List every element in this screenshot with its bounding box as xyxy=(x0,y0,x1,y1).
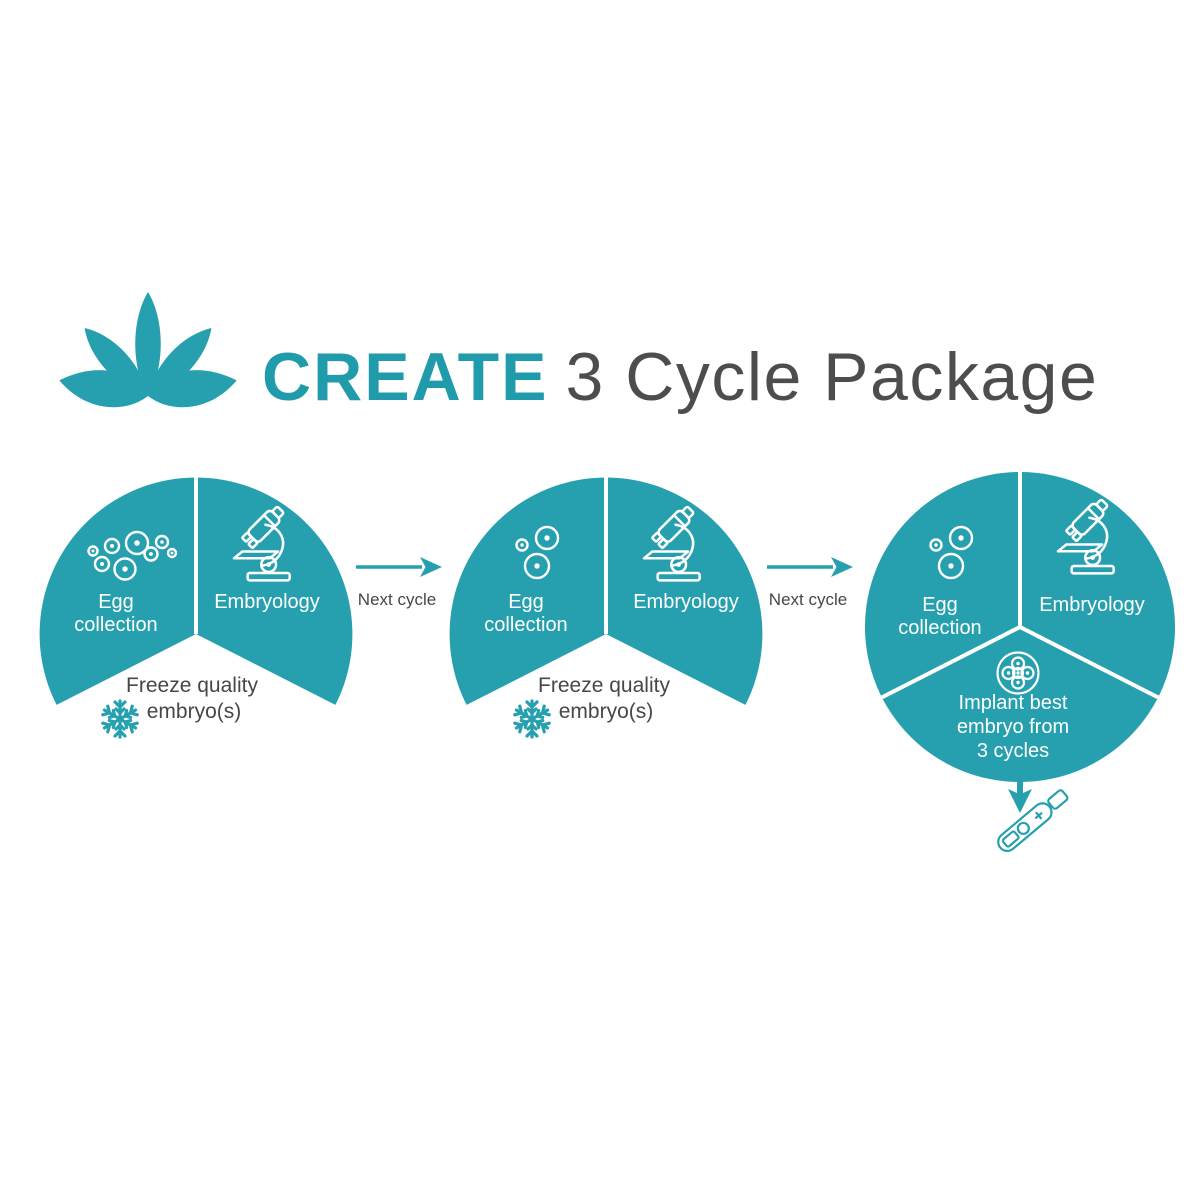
cycle-3-diagram xyxy=(865,472,1175,856)
next-cycle-label-2: Next cycle xyxy=(768,590,848,609)
arrow-head-icon xyxy=(831,557,853,577)
title-text: 3 Cycle Package xyxy=(565,339,1099,415)
cycle-1-embryology-label: Embryology xyxy=(214,591,320,613)
cycle-1-freeze-line1: Freeze quality xyxy=(126,674,258,697)
cycle-1-diagram xyxy=(39,476,353,739)
lotus-logo-icon xyxy=(59,292,237,408)
cycle-1-egg-sector xyxy=(39,477,196,705)
cycle-2-freeze-line2: embryo(s) xyxy=(558,700,654,723)
next-cycle-arrow-1 xyxy=(356,557,442,577)
snowflake-icon xyxy=(100,699,140,739)
cycle-2-embryology-sector xyxy=(606,477,763,705)
next-cycle-arrow-2 xyxy=(767,557,853,577)
implant-down-arrow-icon xyxy=(1008,779,1032,813)
egg-cluster-icon xyxy=(87,530,178,581)
arrow-head-icon xyxy=(420,557,442,577)
cycle-2-freeze-line1: Freeze quality xyxy=(538,674,670,697)
page-title: CREATE 3 Cycle Package xyxy=(262,338,1098,416)
cycle-2-embryology-label: Embryology xyxy=(633,591,739,613)
cycle-3-dividers xyxy=(880,472,1160,700)
cycle-2-diagram xyxy=(449,476,763,739)
cycle-2-egg-sector xyxy=(449,477,606,705)
cycle-3-implant-label: Implant best embryo from 3 cycles xyxy=(956,692,1070,762)
cycle-3-embryology-label: Embryology xyxy=(1039,594,1145,616)
snowflake-icon xyxy=(512,699,552,739)
brand-wordmark: CREATE xyxy=(262,339,549,415)
next-cycle-label-1: Next cycle xyxy=(357,590,437,609)
cycle-1-embryology-sector xyxy=(196,477,353,705)
cycle-1-freeze-line2: embryo(s) xyxy=(146,700,242,723)
pregnancy-test-icon xyxy=(993,785,1072,856)
